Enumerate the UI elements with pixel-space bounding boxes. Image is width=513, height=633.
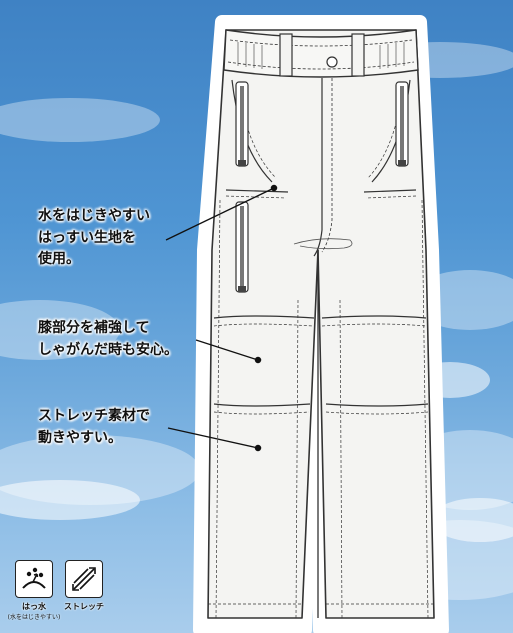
stretch-icon xyxy=(65,560,103,598)
zipper-pocket-thigh xyxy=(235,201,249,293)
zipper-pocket-right xyxy=(395,81,409,167)
callout-water-repellent: 水をはじきやすい はっすい生地を 使用。 xyxy=(38,206,150,271)
callout-line: 使用。 xyxy=(38,251,80,268)
feature-sub-label: (水をはじきやすい) xyxy=(7,614,61,621)
callout-stretch: ストレッチ素材で 動きやすい。 xyxy=(38,406,150,449)
callout-line: 動きやすい。 xyxy=(38,429,122,446)
zipper-pocket-left xyxy=(235,81,249,167)
feature-label: ストレッチ xyxy=(64,602,104,611)
water-repellent-icon xyxy=(15,560,53,598)
callout-line: ストレッチ素材で xyxy=(38,408,150,424)
feature-stretch: ストレッチ xyxy=(64,560,104,621)
feature-label: はっ水 xyxy=(22,602,46,611)
callout-knee-reinforcement: 膝部分を補強して しゃがんだ時も安心。 xyxy=(38,318,178,361)
callout-line: はっすい生地を xyxy=(38,229,136,246)
callout-line: 水をはじきやすい xyxy=(38,208,150,224)
callout-line: 膝部分を補強して xyxy=(38,320,150,336)
feature-water-repellent: はっ水 (水をはじきやすい) xyxy=(8,560,60,621)
callout-line: しゃがんだ時も安心。 xyxy=(38,341,178,358)
feature-icons: はっ水 (水をはじきやすい) ストレッチ xyxy=(8,560,104,621)
